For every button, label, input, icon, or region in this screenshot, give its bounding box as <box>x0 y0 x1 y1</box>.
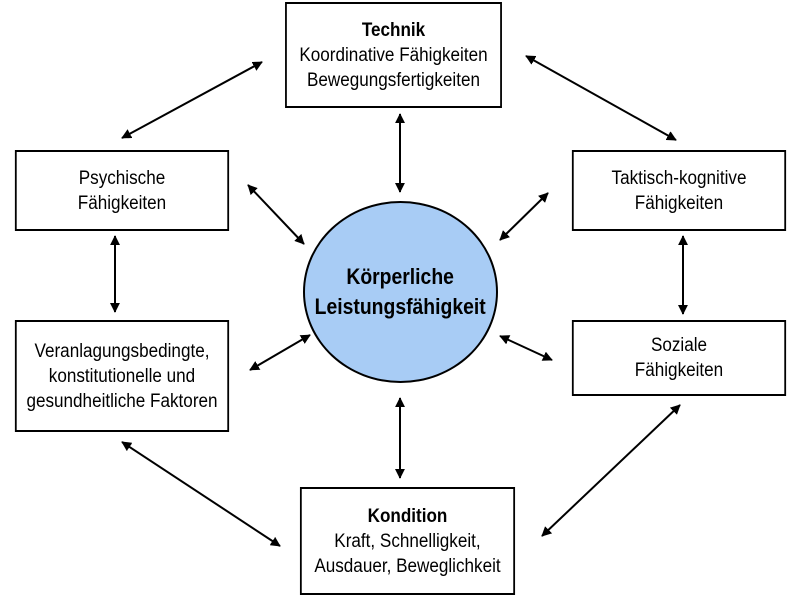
box-taktisch: Taktisch-kognitive Fähigkeiten <box>571 150 787 231</box>
soziale-line: Soziale <box>650 335 708 356</box>
arrow-psychische-center <box>247 184 305 245</box>
arrow-technik-taktisch <box>526 55 676 141</box>
taktisch-line: Fähigkeiten <box>634 192 724 214</box>
soziale-line: Fähigkeiten <box>634 360 724 381</box>
arrow-soziale-kondition <box>541 404 681 537</box>
arrow-technik-psychische <box>122 61 262 139</box>
taktisch-line: Taktisch-kognitive <box>611 167 747 189</box>
psychische-line: Psychische <box>78 167 166 189</box>
psychische-line: Fähigkeiten <box>77 192 167 214</box>
technik-line: Bewegungsfertigkeiten <box>306 69 481 91</box>
technik-line: Koordinative Fähigkeiten <box>299 44 488 66</box>
center-circle: Körperliche Leistungsfähigkeit <box>303 201 498 383</box>
technik-title: Technik <box>361 19 426 41</box>
veranlagung-line: gesundheitliche Faktoren <box>26 390 218 412</box>
center-line2: Leistungsfähigkeit <box>314 294 487 319</box>
center-line1: Körperliche <box>346 264 455 289</box>
arrow-veranlagung-kondition <box>122 441 280 547</box>
box-technik: Technik Koordinative Fähigkeiten Bewegun… <box>285 2 502 108</box>
veranlagung-line: Veranlagungsbedingte, <box>34 340 210 362</box>
box-psychische: Psychische Fähigkeiten <box>14 150 230 231</box>
kondition-title: Kondition <box>367 505 448 527</box>
arrow-veranlagung-center <box>250 334 310 371</box>
box-kondition: Kondition Kraft, Schnelligkeit, Ausdauer… <box>299 487 516 595</box>
arrow-taktisch-center <box>499 192 549 241</box>
veranlagung-line: konstitutionelle und <box>48 365 196 387</box>
kondition-line: Ausdauer, Beweglichkeit <box>314 555 501 577</box>
box-soziale: Soziale Fähigkeiten <box>571 320 787 396</box>
arrow-soziale-center <box>500 336 552 360</box>
box-veranlagung: Veranlagungsbedingte, konstitutionelle u… <box>14 320 230 432</box>
kondition-line: Kraft, Schnelligkeit, <box>334 530 481 552</box>
